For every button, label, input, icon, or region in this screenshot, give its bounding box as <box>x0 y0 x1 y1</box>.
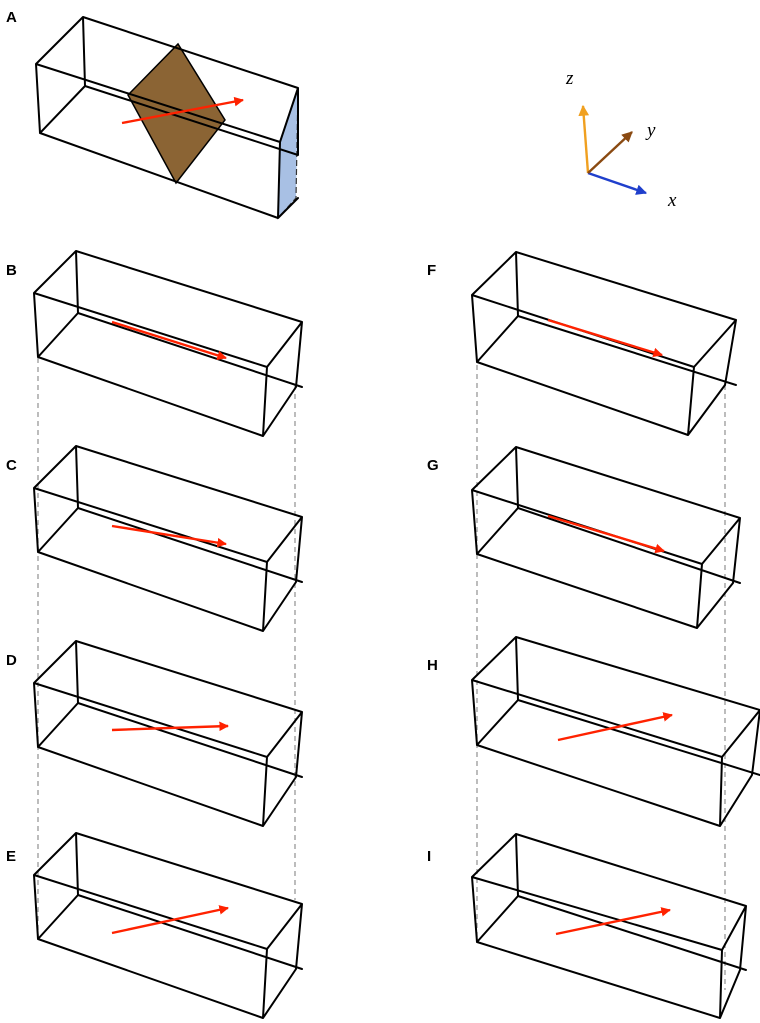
panel-E: E <box>6 832 303 1019</box>
panel-G: G <box>427 446 741 629</box>
box-C <box>33 445 303 632</box>
guide-lines <box>37 358 726 990</box>
box-D <box>33 640 303 827</box>
panel-label-E: E <box>6 848 16 865</box>
axes-triad: z y x <box>565 68 677 211</box>
polarization-arrow-I <box>555 907 671 936</box>
panel-C: C <box>6 445 303 632</box>
polarization-arrow-D <box>111 721 229 732</box>
box-B <box>33 250 303 437</box>
box-F <box>471 251 737 436</box>
panel-D: D <box>6 640 303 827</box>
polarization-arrow-C <box>111 524 227 548</box>
box-A <box>35 16 299 219</box>
polarization-arrow-B <box>111 320 227 360</box>
box-H <box>471 636 760 827</box>
axis-label-z: z <box>565 68 574 89</box>
polarization-arrow-A <box>121 96 244 125</box>
axis-label-y: y <box>645 120 656 141</box>
panel-label-A: A <box>6 9 17 26</box>
polarization-arrow-G <box>547 514 665 554</box>
z-axis-arrow-icon <box>578 104 590 174</box>
box-I <box>471 833 747 1019</box>
axis-label-x: x <box>667 190 677 211</box>
panel-A: A <box>6 9 299 220</box>
y-axis-arrow-icon <box>587 131 633 174</box>
panel-F: F <box>427 251 737 436</box>
panel-label-F: F <box>427 262 436 279</box>
polarization-arrow-H <box>557 712 673 742</box>
polarization-arrow-E <box>111 905 229 935</box>
panel-label-B: B <box>6 262 17 279</box>
panel-label-D: D <box>6 652 17 669</box>
panel-B: B <box>6 250 303 437</box>
box-E <box>33 832 303 1019</box>
panel-label-G: G <box>427 457 439 474</box>
box-G <box>471 446 741 629</box>
panel-label-I: I <box>427 848 431 865</box>
panel-I: I <box>427 833 747 1019</box>
polarization-arrow-F <box>547 318 663 358</box>
panel-label-H: H <box>427 657 438 674</box>
x-axis-arrow-icon <box>587 171 648 195</box>
panel-label-C: C <box>6 457 17 474</box>
panel-H: H <box>427 636 760 827</box>
